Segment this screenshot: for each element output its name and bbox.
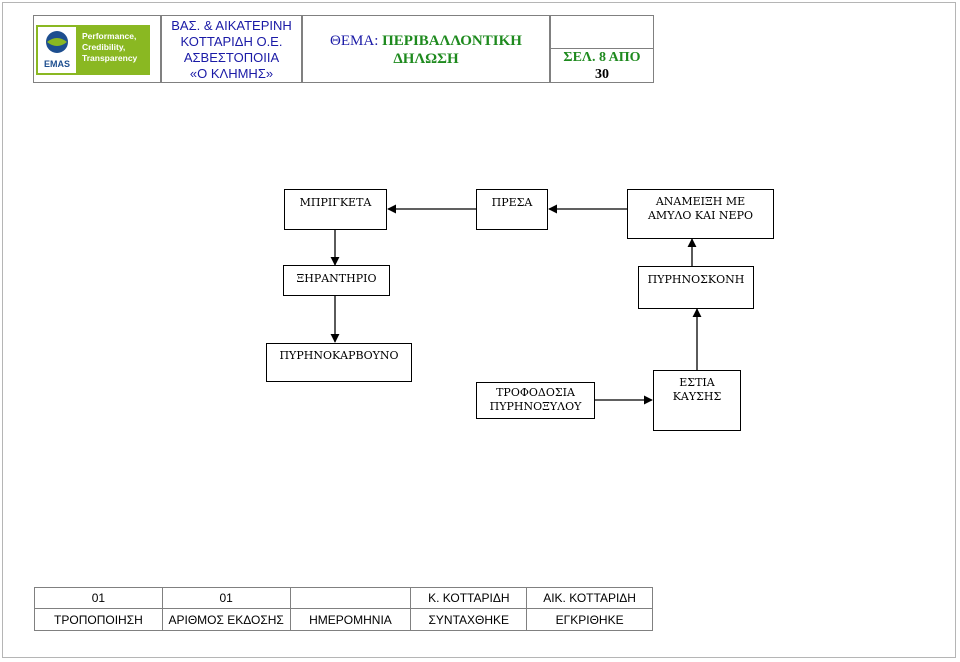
logo-line2: Credibility,	[82, 42, 125, 52]
box-mixing-line2: ΑΜΥΛΟ ΚΑΙ ΝΕΡΟ	[647, 209, 753, 222]
revision-values-row: 01 01 Κ. ΚΟΤΤΑΡΙΔΗ ΑΙΚ. ΚΟΤΤΑΡΙΔΗ	[34, 587, 653, 609]
approved-by-label: ΕΓΚΡΙΘΗΚΕ	[526, 608, 653, 631]
approved-by-value: ΑΙΚ. ΚΟΤΤΑΡΙΔΗ	[526, 587, 653, 609]
emas-logo: EMAS Performance, Credibility, Transpare…	[36, 25, 150, 75]
subject-value-2: ΔΗΛΩΣΗ	[393, 51, 459, 67]
box-dryer-label: ΞΗΡΑΝΤΗΡΙΟ	[296, 272, 377, 285]
subject-prefix: ΘΕΜΑ:	[330, 33, 379, 49]
box-press-label: ΠΡΕΣΑ	[491, 196, 533, 209]
issue-number-value: 01	[161, 587, 291, 609]
company-line-3: ΑΣΒΕΣΤΟΠΟΙΙΑ	[183, 50, 280, 65]
box-briquette: ΜΠΡΙΓΚΕΤΑ	[284, 189, 387, 230]
box-kernel-dust-label: ΠΥΡΗΝΟΣΚΟΝΗ	[647, 273, 745, 286]
revision-label: ΤΡΟΠΟΠΟΙΗΣΗ	[34, 608, 163, 631]
compiled-by-label: ΣΥΝΤΑΧΘΗΚΕ	[410, 608, 528, 631]
revision-table: 01 01 Κ. ΚΟΤΤΑΡΙΔΗ ΑΙΚ. ΚΟΤΤΑΡΙΔΗ ΤΡΟΠΟΠ…	[34, 587, 653, 631]
page-number-line2: 30	[595, 67, 609, 82]
box-mixing: ΑΝΑΜΕΙΞΗ ΜΕ ΑΜΥΛΟ ΚΑΙ ΝΕΡΟ	[627, 189, 774, 239]
box-press: ΠΡΕΣΑ	[476, 189, 548, 230]
box-kernel-coal: ΠΥΡΗΝΟΚΑΡΒΟΥΝΟ	[266, 343, 412, 382]
logo-line3: Transparency	[82, 53, 138, 63]
box-kernel-coal-label: ΠΥΡΗΝΟΚΑΡΒΟΥΝΟ	[279, 349, 399, 362]
page-cell-top	[550, 15, 654, 49]
subject-line-1: ΘΕΜΑ: ΠΕΡΙΒΑΛΛΟΝΤΙΚΗ	[303, 32, 549, 50]
logo-brand: EMAS	[44, 59, 70, 69]
box-feeding-line1: ΤΡΟΦΟΔΟΣΙΑ	[496, 386, 575, 399]
company-line-1: ΒΑΣ. & ΑΙΚΑΤΕΡΙΝΗ	[171, 18, 292, 33]
page-number-cell: ΣΕΛ. 8 ΑΠΟ 30	[550, 48, 654, 83]
logo-cell	[33, 15, 161, 83]
box-furnace-line1: ΕΣΤΙΑ	[679, 376, 715, 389]
subject-value-1: ΠΕΡΙΒΑΛΛΟΝΤΙΚΗ	[382, 33, 522, 49]
box-furnace: ΕΣΤΙΑ ΚΑΥΣΗΣ	[653, 370, 741, 431]
box-mixing-line1: ΑΝΑΜΕΙΞΗ ΜΕ	[655, 195, 746, 208]
date-label: ΗΜΕΡΟΜΗΝΙΑ	[289, 608, 412, 631]
date-value	[289, 587, 412, 609]
box-feeding-line2: ΠΥΡΗΝΟΞΥΛΟΥ	[489, 400, 582, 413]
subject-cell: ΘΕΜΑ: ΠΕΡΙΒΑΛΛΟΝΤΙΚΗ ΔΗΛΩΣΗ	[302, 15, 550, 83]
company-cell: ΒΑΣ. & ΑΙΚΑΤΕΡΙΝΗ ΚΟΤΤΑΡΙΔΗ Ο.Ε. ΑΣΒΕΣΤΟ…	[161, 15, 302, 83]
box-briquette-label: ΜΠΡΙΓΚΕΤΑ	[299, 196, 372, 209]
box-kernel-dust: ΠΥΡΗΝΟΣΚΟΝΗ	[638, 266, 754, 309]
logo-line1: Performance,	[82, 31, 136, 41]
company-line-2: ΚΟΤΤΑΡΙΔΗ Ο.Ε.	[180, 34, 283, 49]
box-feeding: ΤΡΟΦΟΔΟΣΙΑ ΠΥΡΗΝΟΞΥΛΟΥ	[476, 382, 595, 419]
box-furnace-line2: ΚΑΥΣΗΣ	[672, 390, 722, 403]
compiled-by-value: Κ. ΚΟΤΤΑΡΙΔΗ	[410, 587, 528, 609]
logo-leaf-icon	[47, 38, 67, 46]
revision-labels-row: ΤΡΟΠΟΠΟΙΗΣΗ ΑΡΙΘΜΟΣ ΕΚΔΟΣΗΣ ΗΜΕΡΟΜΗΝΙΑ Σ…	[34, 608, 653, 631]
box-dryer: ΞΗΡΑΝΤΗΡΙΟ	[283, 265, 390, 296]
revision-value: 01	[34, 587, 163, 609]
issue-number-label: ΑΡΙΘΜΟΣ ΕΚΔΟΣΗΣ	[161, 608, 291, 631]
page-number-line1: ΣΕΛ. 8 ΑΠΟ	[563, 50, 641, 65]
company-line-4: «Ο ΚΛΗΜΗΣ»	[189, 66, 274, 81]
